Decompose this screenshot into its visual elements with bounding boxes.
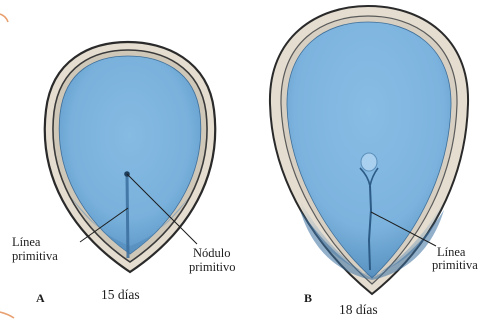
panel-b-primitive-node [361, 153, 377, 171]
orange-edge-mark-bottom [0, 312, 14, 318]
panel-a-node-label-line2: primitivo [189, 260, 236, 274]
panel-b-streak-label-line1: Línea [437, 245, 466, 259]
panel-a-disc [45, 42, 215, 272]
panel-b-streak-label-line2: primitiva [432, 258, 478, 272]
orange-edge-mark-top [0, 14, 8, 22]
panel-a-streak-label-line2: primitiva [12, 249, 58, 263]
panel-a-letter: A [36, 291, 45, 305]
panel-b-letter: B [304, 291, 312, 305]
panel-a-streak-label-line1: Línea [12, 235, 41, 249]
panel-a-node-label-line1: Nódulo [193, 246, 231, 260]
panel-a-age: 15 días [101, 287, 140, 302]
panel-b-age: 18 días [339, 302, 378, 317]
panel-a-primitive-streak [127, 175, 128, 258]
